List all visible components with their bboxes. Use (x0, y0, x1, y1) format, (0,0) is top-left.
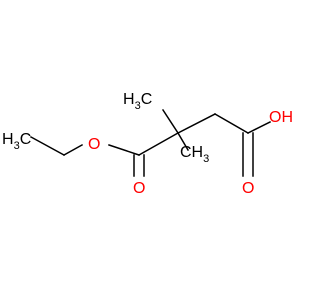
atom-ester-o: O (88, 136, 100, 153)
atom-acid-oh: OH (269, 109, 293, 126)
molecule-structure: H3C O O H3C CH3 OH O (2, 91, 293, 197)
bond-acid-c-oh (246, 120, 272, 135)
atom-ethyl-ch3: H3C (2, 131, 31, 152)
bond-quat-methyl-lower (176, 131, 190, 152)
bond-ch3-ch2 (29, 135, 66, 157)
bonds (29, 108, 272, 177)
bond-quat-methyl-upper (161, 108, 180, 135)
bond-ch2-acid-c (213, 112, 250, 135)
bond-o-carbonyl-c (108, 144, 140, 156)
atom-ester-carbonyl-o: O (133, 180, 145, 197)
bond-carbonyl-quat (137, 131, 180, 157)
atom-labels: H3C O O H3C CH3 OH O (2, 91, 293, 197)
atom-methyl-upper: H3C (123, 91, 152, 112)
bond-quat-ch2 (176, 112, 217, 135)
atom-acid-carbonyl-o: O (242, 180, 254, 197)
atom-methyl-lower: CH3 (180, 144, 209, 165)
bond-ch2-o (62, 143, 84, 157)
